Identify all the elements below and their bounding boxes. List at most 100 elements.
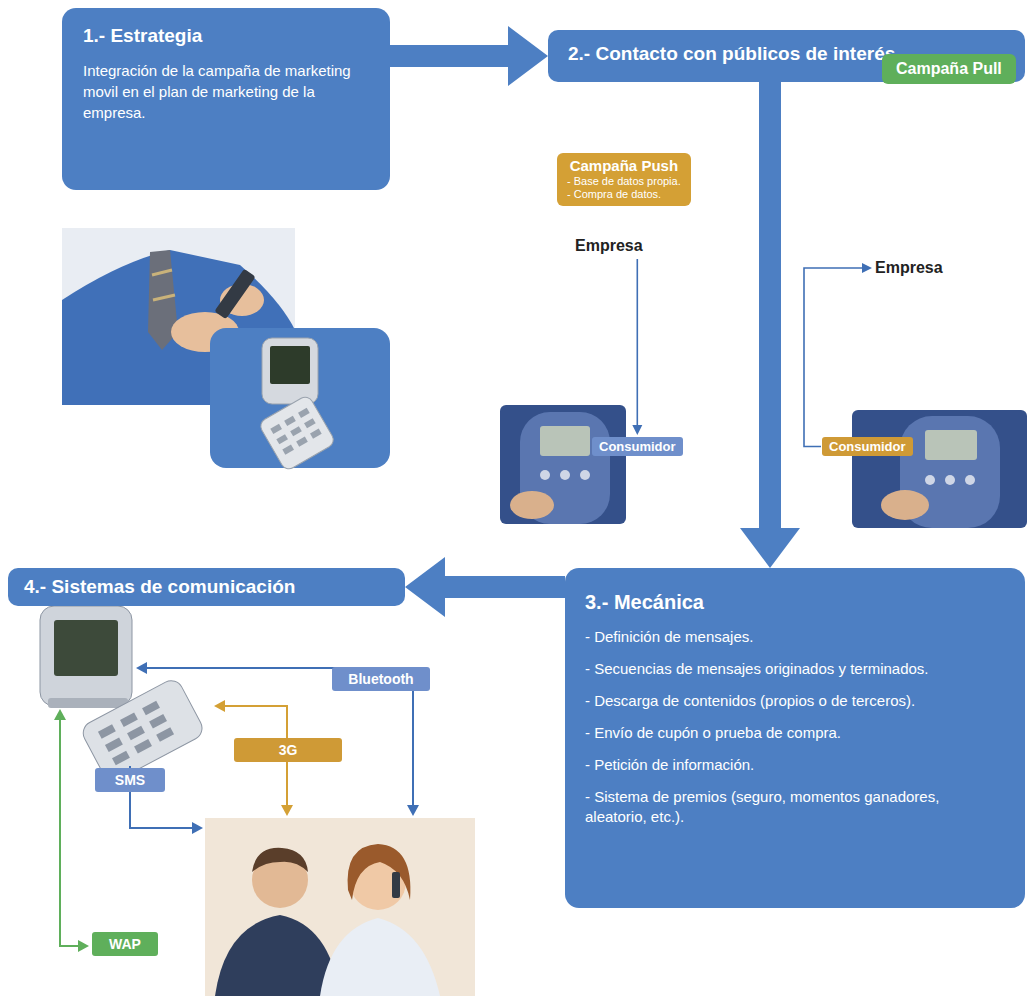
flip-phone-tile bbox=[270, 408, 321, 455]
link-label: 3G bbox=[234, 738, 342, 762]
consumer-phone-photo bbox=[925, 430, 977, 460]
consumer-tag: Consumidor bbox=[822, 437, 913, 456]
3g-arrowheads bbox=[281, 805, 293, 816]
flip-phone-tile bbox=[270, 346, 310, 384]
connector bbox=[740, 82, 800, 568]
flow-arrow bbox=[390, 26, 548, 86]
campaign-title: Campaña Pull bbox=[896, 59, 1002, 79]
businessman-photo bbox=[153, 295, 175, 300]
flip-phone bbox=[156, 727, 174, 742]
couple-photo bbox=[205, 818, 475, 996]
consumer-phone-photo bbox=[925, 475, 935, 485]
connector bbox=[405, 557, 565, 617]
mechanics-box: 3.- Mecánica - Definición de mensajes. - S… bbox=[565, 568, 1025, 908]
couple-photo bbox=[215, 915, 340, 996]
consumer-phone-photo bbox=[945, 475, 955, 485]
flip-phone-tile bbox=[310, 429, 322, 439]
couple-photo bbox=[348, 844, 411, 900]
connector bbox=[804, 263, 872, 447]
list-item: - Secuencias de mensajes originados y te… bbox=[585, 659, 1005, 679]
consumer-phone-photo bbox=[560, 470, 570, 480]
consumer-label: Consumidor bbox=[599, 438, 676, 455]
consumer-phone-photo bbox=[881, 490, 929, 520]
sms-arrowhead bbox=[192, 822, 203, 834]
couple-photo bbox=[392, 872, 400, 898]
campaign-title: Campaña Push bbox=[567, 157, 681, 175]
push-campaign-box: Campaña Push- Base de datos propia.- Com… bbox=[557, 153, 691, 206]
bluetooth-arrowheads bbox=[136, 662, 147, 674]
flip-phone bbox=[40, 606, 132, 706]
couple-photo bbox=[320, 918, 440, 996]
consumer-phone-photo bbox=[580, 470, 590, 480]
flip-phone bbox=[40, 606, 206, 785]
flow-arrow bbox=[405, 557, 565, 617]
sms-arrowhead bbox=[192, 822, 203, 834]
flip-phone bbox=[98, 701, 174, 766]
flip-phone bbox=[134, 739, 152, 754]
connector bbox=[390, 26, 548, 86]
3g-arrowheads bbox=[214, 700, 225, 712]
consumer-phone-photo bbox=[500, 405, 626, 524]
company-node: Empresa bbox=[575, 236, 643, 256]
campaign-item: - Compra de datos. bbox=[567, 188, 681, 201]
consumer-phone-photo bbox=[852, 410, 1027, 528]
flip-phone bbox=[98, 724, 116, 739]
flip-phone-tile bbox=[262, 338, 318, 404]
wap-link bbox=[60, 718, 80, 946]
box-text: Integración de la campaña de marketing m… bbox=[83, 60, 370, 123]
consumer-phone-photo bbox=[540, 470, 550, 480]
consumer-phone-photo bbox=[500, 405, 626, 524]
stage-header: 4.- Sistemas de comunicación bbox=[8, 568, 405, 606]
flow-arrow bbox=[740, 82, 800, 568]
company-label: Empresa bbox=[875, 258, 943, 278]
consumer-label: Consumidor bbox=[829, 438, 906, 455]
campaign-item: - Base de datos propia. bbox=[567, 175, 681, 188]
stage-title: 4.- Sistemas de comunicación bbox=[24, 575, 389, 599]
consumer-tag: Consumidor bbox=[592, 437, 683, 456]
flip-phone bbox=[142, 701, 160, 716]
company-label: Empresa bbox=[575, 236, 643, 256]
arrowhead bbox=[632, 425, 642, 435]
connector-line bbox=[636, 259, 638, 427]
link-label: Bluetooth bbox=[332, 667, 430, 691]
connector-line bbox=[804, 268, 864, 447]
flip-phone-tile bbox=[296, 437, 308, 447]
businessman-photo bbox=[152, 270, 172, 275]
list-item: - Envío de cupón o prueba de compra. bbox=[585, 723, 1005, 743]
list-item: - Definición de mensajes. bbox=[585, 627, 1005, 647]
box-heading: 3.- Mecánica bbox=[585, 590, 1005, 615]
flip-phone-tile bbox=[304, 418, 316, 428]
flip-phone bbox=[54, 620, 118, 676]
businessman-photo bbox=[214, 269, 255, 320]
flip-phone-tile bbox=[298, 408, 310, 418]
strategy-box: 1.- EstrategiaIntegración de la campaña … bbox=[62, 8, 390, 190]
flip-phone-tile bbox=[290, 426, 302, 436]
company-node: Empresa bbox=[875, 258, 943, 278]
list-item: - Sistema de premios (seguro, momentos g… bbox=[585, 787, 1005, 827]
couple-photo bbox=[252, 848, 308, 872]
bluetooth-arrowheads bbox=[407, 805, 419, 816]
box-heading: 1.- Estrategia bbox=[83, 24, 370, 48]
flip-phone bbox=[105, 737, 123, 752]
wap-arrowheads bbox=[78, 940, 89, 952]
flip-phone bbox=[48, 698, 128, 708]
consumer-phone-photo bbox=[540, 426, 590, 456]
flip-phone bbox=[120, 712, 138, 727]
connector bbox=[632, 259, 642, 435]
flip-phone-tile bbox=[284, 416, 296, 426]
flip-phone bbox=[149, 714, 167, 729]
consumer-phone-photo bbox=[965, 475, 975, 485]
wap-arrowheads bbox=[54, 709, 89, 952]
flip-phone-tile bbox=[258, 394, 336, 471]
flip-phone bbox=[112, 751, 130, 766]
consumer-phone-photo bbox=[510, 491, 554, 519]
flip-phone bbox=[127, 726, 145, 741]
flip-phone-tile bbox=[210, 328, 390, 472]
list-item: - Petición de información. bbox=[585, 755, 1005, 775]
consumer-phone-photo bbox=[852, 410, 1027, 528]
flip-phone-tile bbox=[270, 424, 282, 434]
pull-campaign-box: Campaña Pull bbox=[882, 54, 1016, 84]
